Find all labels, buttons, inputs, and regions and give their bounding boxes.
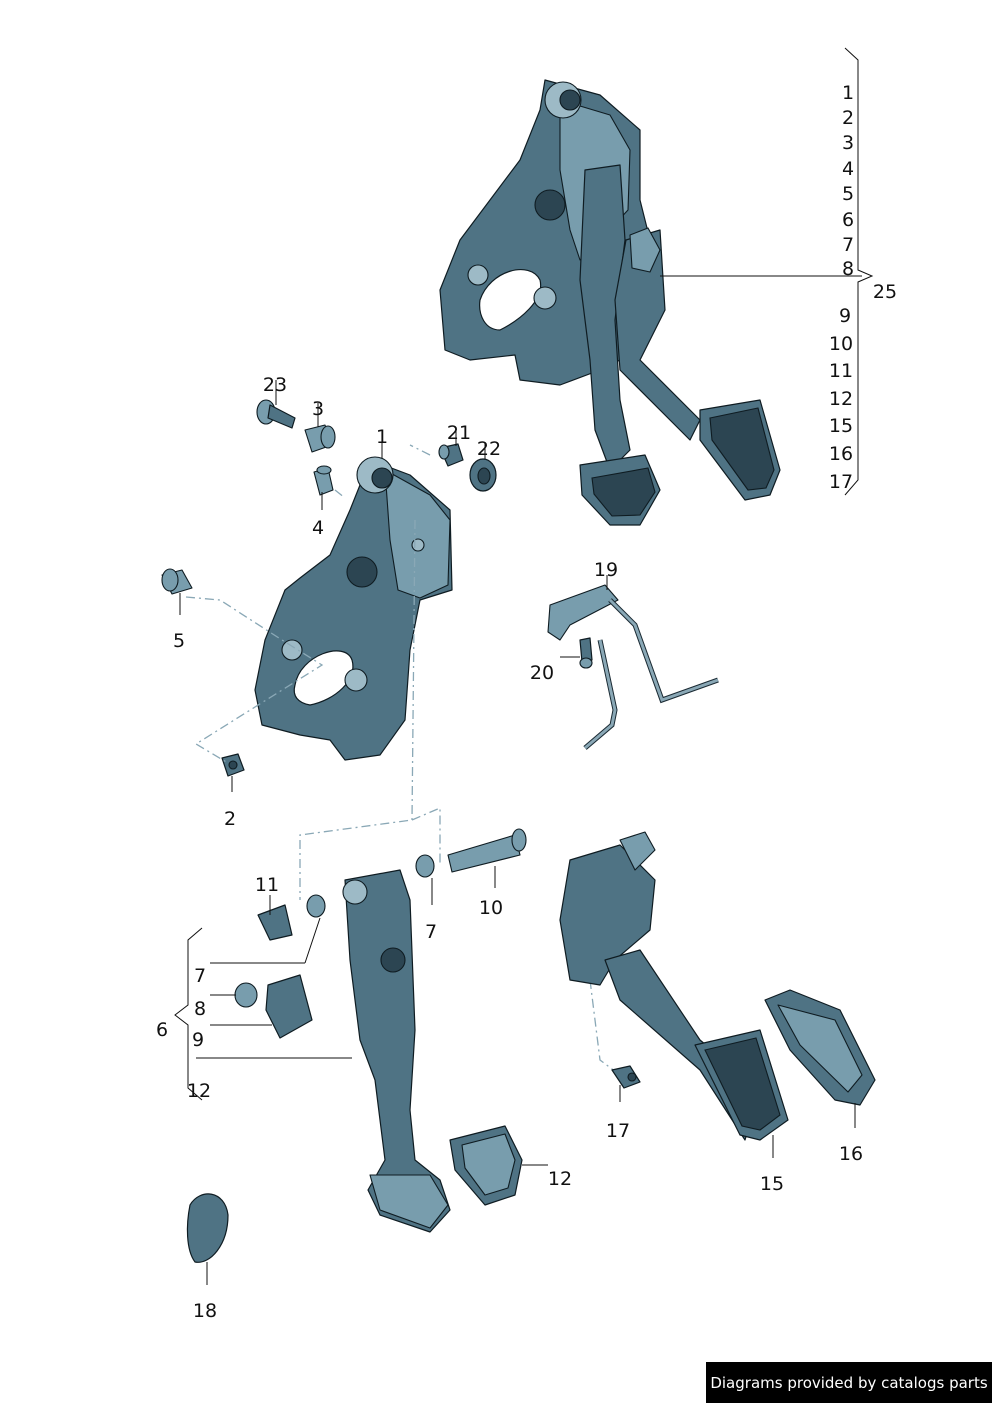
legend-group-label: 25	[873, 281, 897, 303]
legend-item: 4	[842, 158, 854, 180]
callout-label: 18	[193, 1300, 217, 1322]
nut-2	[221, 753, 245, 777]
brake-pedal	[342, 869, 451, 1233]
legend-item: 9	[839, 305, 851, 327]
legend-item: 15	[829, 415, 853, 437]
pedal-assembly-complete	[439, 79, 781, 526]
bolt-10	[447, 828, 527, 873]
stop-8	[234, 982, 258, 1008]
screw-17	[611, 1065, 641, 1089]
pad-cover-18	[186, 1193, 229, 1263]
washer-7	[306, 854, 435, 918]
callout-label: 6	[156, 1019, 168, 1041]
callout-label: 21	[447, 422, 471, 444]
callout-label: 9	[192, 1029, 204, 1051]
legend-item: 1	[842, 82, 854, 104]
callout-label: 12	[548, 1168, 572, 1190]
accelerator-module	[559, 831, 789, 1141]
pedal-bracket	[254, 456, 453, 761]
legend-item: 8	[842, 258, 854, 280]
bushing-5	[161, 568, 193, 595]
legend-item: 16	[829, 443, 853, 465]
callout-label: 19	[594, 559, 618, 581]
callout-label: 12	[187, 1080, 211, 1102]
callout-label: 16	[839, 1143, 863, 1165]
callout-label: 11	[255, 874, 279, 896]
callout-label: 15	[760, 1173, 784, 1195]
callout-label: 23	[263, 374, 287, 396]
bolt-23	[256, 399, 296, 429]
callout-label: 22	[477, 438, 501, 460]
callout-label: 20	[530, 662, 554, 684]
damper-9	[265, 974, 313, 1039]
callout-label: 4	[312, 517, 324, 539]
credit-banner: Diagrams provided by catalogs parts	[706, 1362, 992, 1403]
nut-22	[469, 458, 497, 492]
legend-item: 11	[829, 360, 853, 382]
legend-item: 17	[829, 471, 853, 493]
callout-label: 7	[194, 965, 206, 987]
clip-11	[257, 904, 293, 941]
pedal-pad-16	[764, 989, 876, 1106]
bracket-19	[547, 584, 719, 750]
bushing-4	[313, 465, 334, 496]
callout-label: 8	[194, 998, 206, 1020]
pedal-pad-12	[449, 1125, 523, 1206]
callout-label: 7	[425, 921, 437, 943]
bushing-3	[304, 424, 336, 453]
legend-item: 10	[829, 333, 853, 355]
callout-label: 17	[606, 1120, 630, 1142]
legend-item: 2	[842, 107, 854, 129]
legend-item: 3	[842, 132, 854, 154]
legend-item: 7	[842, 234, 854, 256]
legend-item: 5	[842, 183, 854, 205]
callout-label: 1	[376, 426, 388, 448]
callout-label: 2	[224, 808, 236, 830]
legend-item: 6	[842, 209, 854, 231]
nut-21	[438, 443, 464, 467]
legend-item: 12	[829, 388, 853, 410]
bolt-20	[579, 637, 593, 669]
callout-label: 10	[479, 897, 503, 919]
callout-label: 3	[312, 398, 324, 420]
callout-label: 5	[173, 630, 185, 652]
